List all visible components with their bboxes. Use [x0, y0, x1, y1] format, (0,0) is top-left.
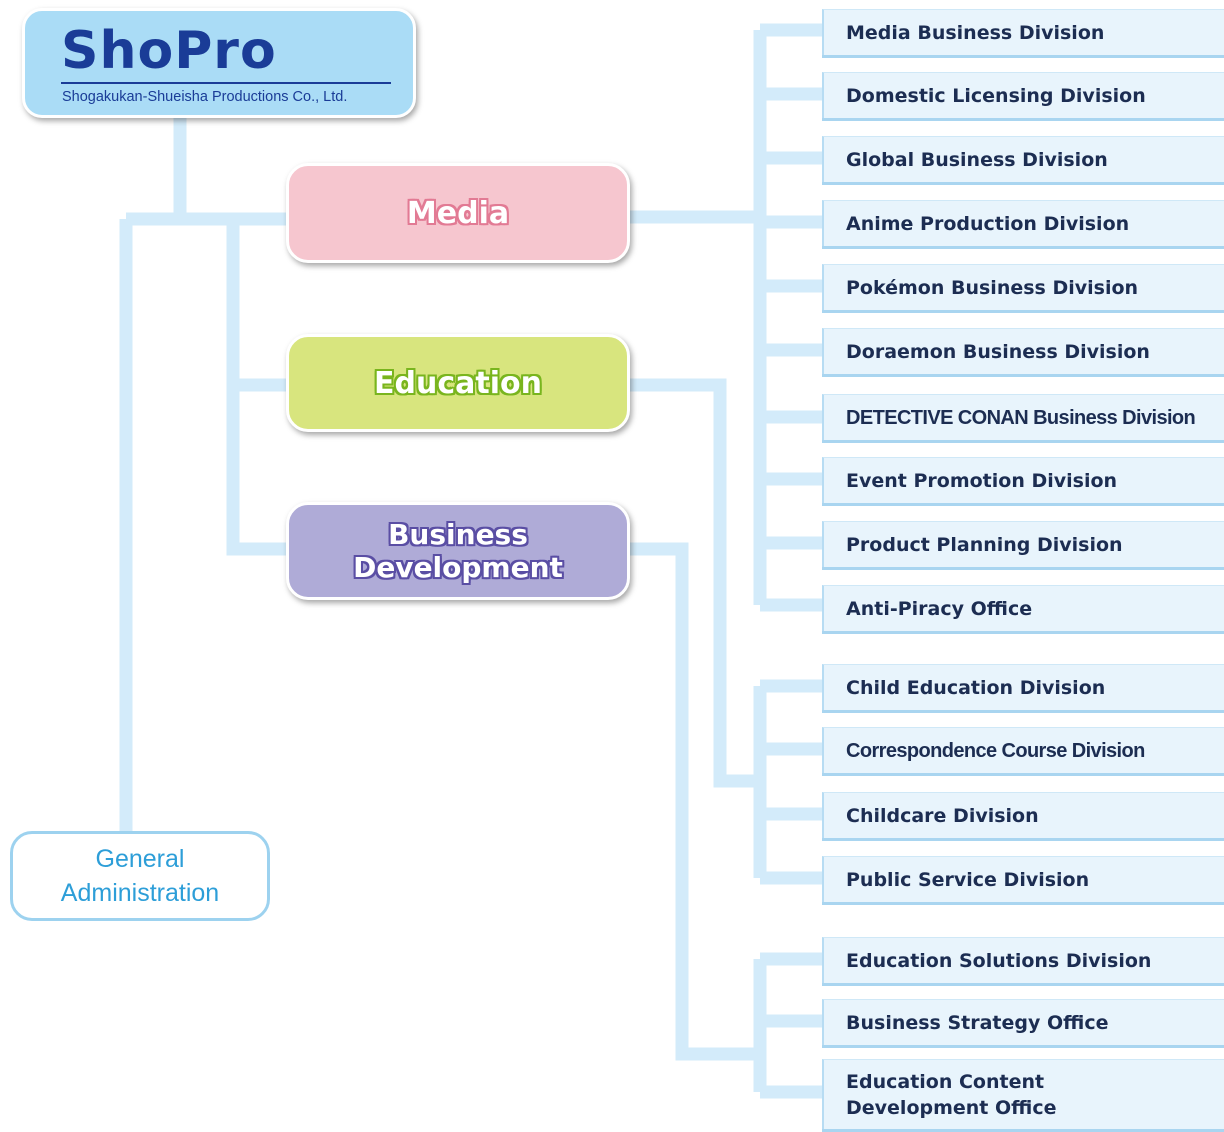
division-label: Global Business Division	[846, 148, 1108, 171]
division-child-education: Child Education Division	[822, 664, 1224, 710]
division-global-business: Global Business Division	[822, 136, 1224, 182]
division-anime-production: Anime Production Division	[822, 200, 1224, 246]
division-label: Anti-Piracy Office	[846, 597, 1033, 620]
division-label: Domestic Licensing Division	[846, 84, 1146, 107]
logo-wordmark: ShoPro	[61, 21, 277, 81]
division-event-promotion: Event Promotion Division	[822, 457, 1224, 503]
division-label: Public Service Division	[846, 868, 1090, 891]
logo-subtitle: Shogakukan-Shueisha Productions Co., Ltd…	[62, 89, 348, 105]
group-business-development-label: Business Development	[353, 518, 563, 584]
division-correspondence-course: Correspondence Course Division	[822, 727, 1224, 773]
division-label: Pokémon Business Division	[846, 276, 1139, 299]
division-domestic-licensing: Domestic Licensing Division	[822, 72, 1224, 118]
office-education-content-development: Education Content Development Office	[822, 1059, 1224, 1129]
group-business-development: Business Development	[286, 502, 630, 600]
division-label: Doraemon Business Division	[846, 340, 1150, 363]
division-detective-conan-business: DETECTIVE CONAN Business Division	[822, 394, 1224, 440]
division-label: Anime Production Division	[846, 212, 1130, 235]
division-label: Child Education Division	[846, 676, 1106, 699]
group-education-label: Education	[374, 365, 542, 401]
office-business-strategy: Business Strategy Office	[822, 999, 1224, 1045]
shopro-logo: ShoPro Shogakukan-Shueisha Productions C…	[22, 8, 416, 118]
division-label: Event Promotion Division	[846, 469, 1118, 492]
division-media-business: Media Business Division	[822, 9, 1224, 55]
division-label: Product Planning Division	[846, 533, 1123, 556]
division-label: Correspondence Course Division	[846, 739, 1145, 762]
group-education: Education	[286, 334, 630, 432]
general-administration: General Administration	[10, 831, 270, 921]
division-pokemon-business: Pokémon Business Division	[822, 264, 1224, 310]
division-label: DETECTIVE CONAN Business Division	[846, 406, 1196, 429]
group-media: Media	[286, 163, 630, 263]
division-product-planning: Product Planning Division	[822, 521, 1224, 567]
division-education-solutions: Education Solutions Division	[822, 937, 1224, 983]
division-label: Business Strategy Office	[846, 1011, 1109, 1034]
group-media-label: Media	[406, 195, 510, 231]
division-label: Education Solutions Division	[846, 949, 1152, 972]
division-label: Media Business Division	[846, 21, 1105, 44]
division-anti-piracy: Anti-Piracy Office	[822, 585, 1224, 631]
division-label: Education Content Development Office	[846, 1070, 1057, 1119]
division-doraemon-business: Doraemon Business Division	[822, 328, 1224, 374]
logo-divider	[61, 82, 391, 84]
division-childcare: Childcare Division	[822, 792, 1224, 838]
division-label: Childcare Division	[846, 804, 1039, 827]
division-public-service: Public Service Division	[822, 856, 1224, 902]
general-administration-label: General Administration	[60, 845, 220, 907]
